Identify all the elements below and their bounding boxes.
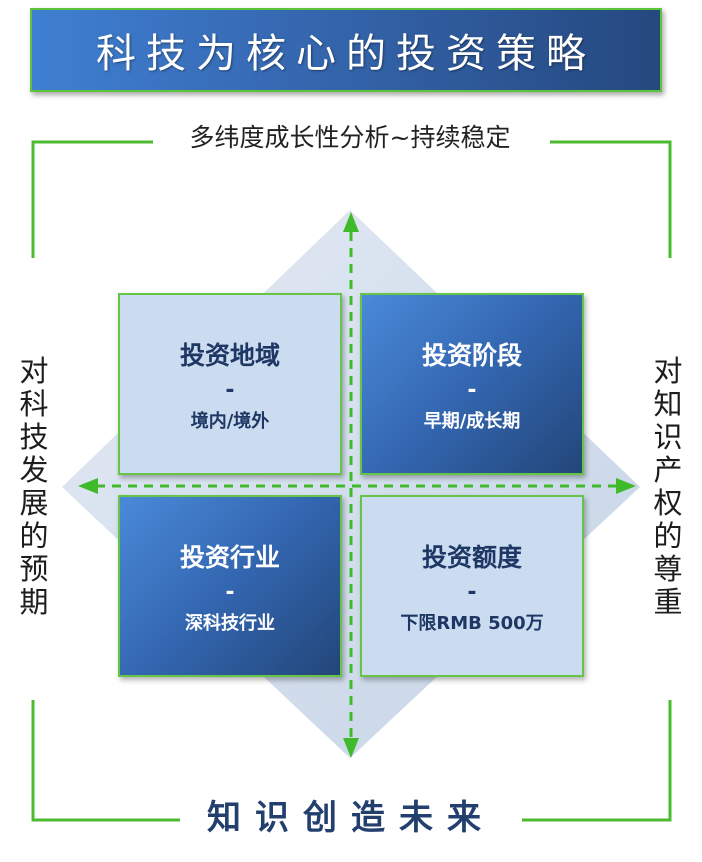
quadrant-subtitle: 下限RMB 500万 bbox=[400, 612, 544, 634]
horizontal-axis-arrow bbox=[78, 478, 636, 494]
right-char: 对 bbox=[653, 354, 683, 388]
right-vertical-text: 对 知 识 产 权 的 尊 重 bbox=[648, 355, 688, 619]
quadrant-title: 投资额度 bbox=[421, 542, 522, 572]
quadrant-subtitle: 境内/境外 bbox=[190, 410, 270, 432]
right-char: 知 bbox=[653, 387, 683, 421]
right-char: 的 bbox=[653, 519, 683, 553]
quadrant-dash: - bbox=[225, 377, 235, 403]
quadrant-investment-stage: 投资阶段 - 早期/成长期 bbox=[360, 293, 584, 475]
quadrant-dash: - bbox=[225, 579, 235, 605]
left-char: 展 bbox=[19, 486, 49, 520]
left-char: 对 bbox=[19, 354, 49, 388]
right-char: 识 bbox=[653, 420, 683, 454]
bottom-caption: 知识创造未来 bbox=[207, 798, 495, 838]
left-vertical-text: 对 科 技 发 展 的 预 期 bbox=[14, 355, 54, 619]
right-char: 权 bbox=[653, 486, 683, 520]
quadrant-dash: - bbox=[467, 579, 477, 605]
quadrant-investment-industry: 投资行业 - 深科技行业 bbox=[118, 495, 342, 677]
quadrant-title: 投资行业 bbox=[179, 542, 280, 572]
vertical-axis-arrow bbox=[343, 212, 359, 758]
quadrant-title: 投资阶段 bbox=[421, 340, 522, 370]
left-char: 技 bbox=[19, 420, 49, 454]
top-caption: 多纬度成长性分析~持续稳定 bbox=[189, 123, 511, 152]
quadrant-dash: - bbox=[467, 377, 477, 403]
left-char: 期 bbox=[19, 585, 49, 619]
right-char: 尊 bbox=[653, 552, 683, 586]
title-banner: 科技为核心的投资策略 bbox=[30, 8, 662, 92]
quadrant-subtitle: 深科技行业 bbox=[185, 612, 275, 634]
left-char: 预 bbox=[19, 552, 49, 586]
quadrant-investment-amount: 投资额度 - 下限RMB 500万 bbox=[360, 495, 584, 677]
quadrant-investment-region: 投资地域 - 境内/境外 bbox=[118, 293, 342, 475]
left-char: 科 bbox=[19, 387, 49, 421]
page-title: 科技为核心的投资策略 bbox=[96, 31, 596, 77]
right-char: 产 bbox=[653, 453, 683, 487]
left-char: 发 bbox=[19, 453, 49, 487]
green-frame bbox=[31, 140, 672, 822]
left-char: 的 bbox=[19, 519, 49, 553]
right-char: 重 bbox=[653, 585, 683, 619]
quadrant-title: 投资地域 bbox=[179, 340, 280, 370]
quadrant-subtitle: 早期/成长期 bbox=[423, 410, 521, 432]
